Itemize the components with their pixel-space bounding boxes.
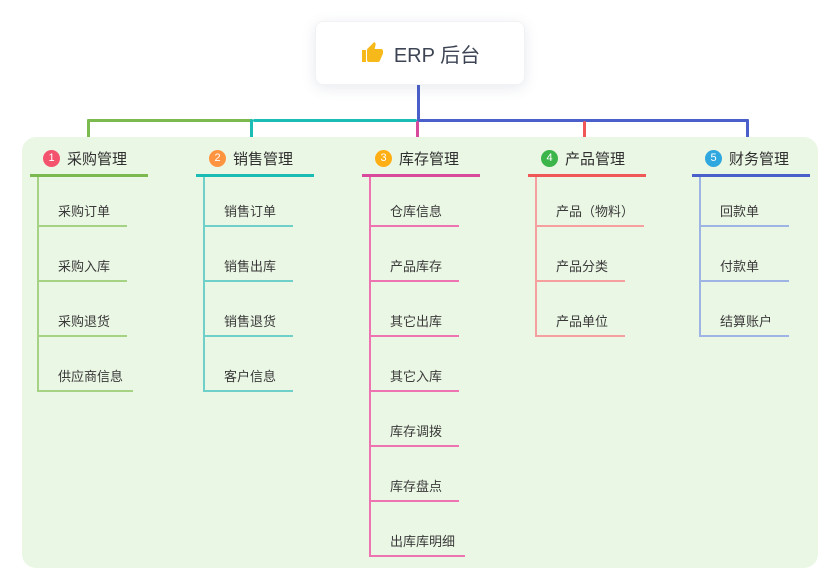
- branches-panel: [22, 137, 818, 568]
- branch: 3 库存管理 仓库信息产品库存其它出库其它入库库存调拨库存盘点出库库明细: [362, 148, 480, 557]
- child-node[interactable]: 付款单: [701, 227, 789, 282]
- branch-number-badge: 3: [375, 150, 392, 167]
- child-node[interactable]: 销售订单: [205, 177, 293, 227]
- branch-drop-2: [250, 119, 253, 146]
- child-node[interactable]: 库存调拨: [371, 392, 459, 447]
- child-node[interactable]: 采购入库: [39, 227, 127, 282]
- branch-number-badge: 2: [209, 150, 226, 167]
- child-node[interactable]: 销售出库: [205, 227, 293, 282]
- child-node[interactable]: 产品库存: [371, 227, 459, 282]
- child-node[interactable]: 其它出库: [371, 282, 459, 337]
- branch-number-badge: 1: [43, 150, 60, 167]
- child-node[interactable]: 产品（物料）: [537, 177, 645, 227]
- child-node[interactable]: 采购订单: [39, 177, 127, 227]
- branch-number-badge: 4: [541, 150, 558, 167]
- branch: 4 产品管理 产品（物料）产品分类产品单位: [528, 148, 646, 337]
- branch-children: 回款单付款单结算账户: [699, 177, 789, 337]
- child-node[interactable]: 产品分类: [537, 227, 625, 282]
- thumbs-up-path: [361, 42, 383, 62]
- root-connector: [417, 83, 420, 121]
- branch-label: 库存管理: [399, 151, 460, 168]
- branch-children: 仓库信息产品库存其它出库其它入库库存调拨库存盘点出库库明细: [369, 177, 466, 557]
- child-node[interactable]: 库存盘点: [371, 447, 459, 502]
- branch: 1 采购管理 采购订单采购入库采购退货供应商信息: [30, 148, 148, 392]
- root-title: ERP 后台: [393, 44, 481, 67]
- bus-segment-green: [87, 119, 253, 122]
- branch-label: 财务管理: [729, 151, 790, 168]
- child-node[interactable]: 采购退货: [39, 282, 127, 337]
- branch-drop-1: [87, 119, 90, 146]
- child-node[interactable]: 结算账户: [701, 282, 789, 337]
- branch-label: 销售管理: [233, 151, 294, 168]
- branch-children: 采购订单采购入库采购退货供应商信息: [37, 177, 134, 392]
- child-node[interactable]: 客户信息: [205, 337, 293, 392]
- branch-children: 销售订单销售出库销售退货客户信息: [203, 177, 293, 392]
- bus-segment-teal: [253, 119, 417, 122]
- root-node[interactable]: ERP 后台: [315, 21, 525, 85]
- branch-label: 采购管理: [67, 151, 128, 168]
- child-node[interactable]: 出库库明细: [371, 502, 466, 557]
- branch-number-badge: 5: [705, 150, 722, 167]
- branch-drop-3: [416, 121, 419, 151]
- branch-drop-5: [746, 119, 749, 146]
- branch-children: 产品（物料）产品分类产品单位: [535, 177, 645, 337]
- child-node[interactable]: 回款单: [701, 177, 789, 227]
- child-node[interactable]: 供应商信息: [39, 337, 134, 392]
- branch: 5 财务管理 回款单付款单结算账户: [692, 148, 810, 337]
- bus-segment-blue: [417, 119, 749, 122]
- thumbs-up-icon: [361, 42, 383, 62]
- child-node[interactable]: 销售退货: [205, 282, 293, 337]
- branch-header[interactable]: 2 销售管理: [196, 148, 314, 177]
- branch-header[interactable]: 4 产品管理: [528, 148, 646, 177]
- child-node[interactable]: 其它入库: [371, 337, 459, 392]
- branch: 2 销售管理 销售订单销售出库销售退货客户信息: [196, 148, 314, 392]
- child-node[interactable]: 产品单位: [537, 282, 625, 337]
- branch-header[interactable]: 5 财务管理: [692, 148, 810, 177]
- branch-label: 产品管理: [565, 151, 626, 168]
- child-node[interactable]: 仓库信息: [371, 177, 459, 227]
- branch-header[interactable]: 1 采购管理: [30, 148, 148, 177]
- branch-drop-4: [583, 121, 586, 142]
- branch-header[interactable]: 3 库存管理: [362, 148, 480, 177]
